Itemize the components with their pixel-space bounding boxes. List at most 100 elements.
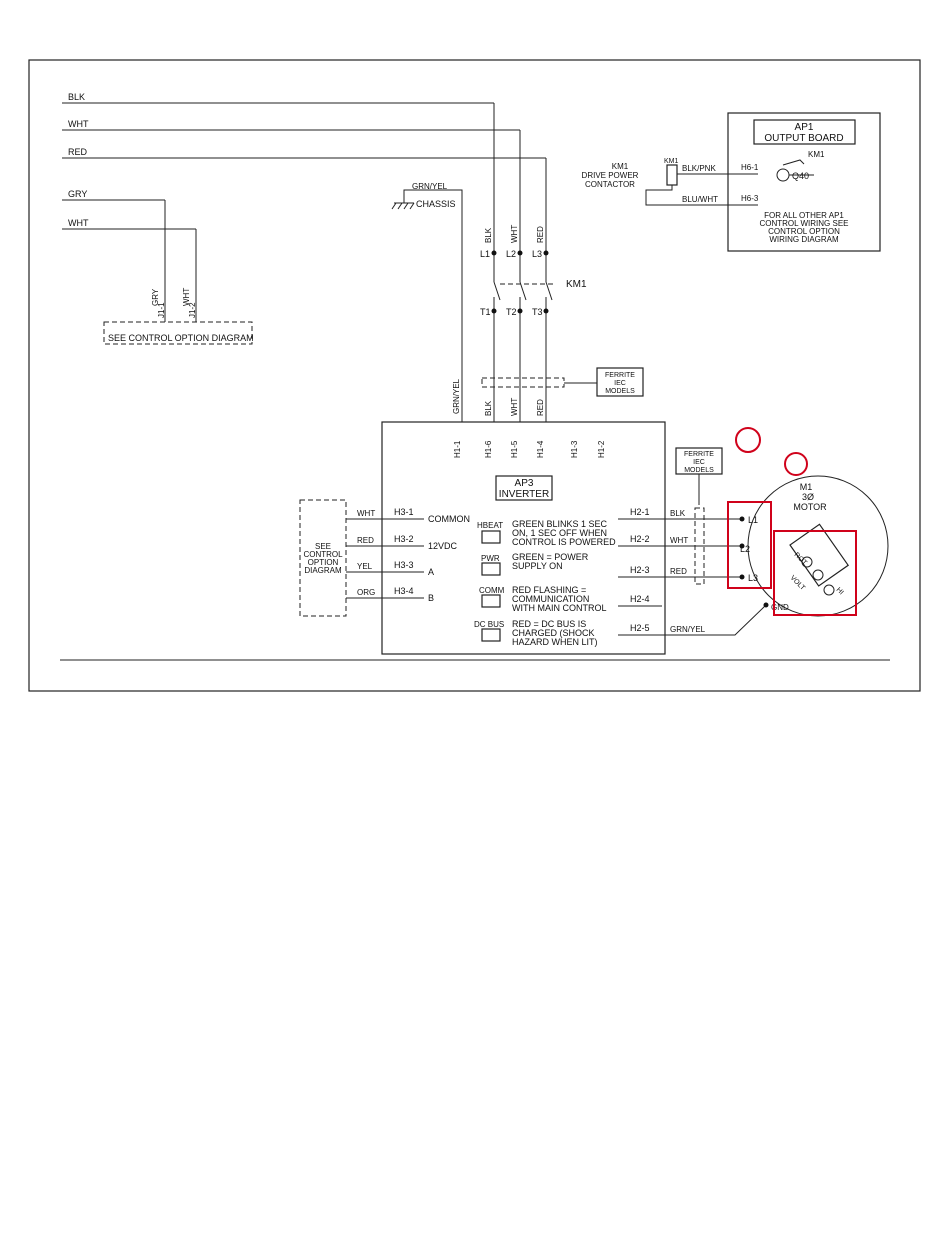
led-comm-desc-3: WITH MAIN CONTROL [512, 603, 607, 613]
ap3-title-1: AP3 [515, 478, 534, 489]
ap1-note-2: CONTROL WIRING SEE [759, 219, 848, 228]
h2-1-term: H2-1 [630, 507, 650, 517]
h3-3-wire: YEL [357, 562, 373, 571]
h1-5-label: H1-5 [510, 440, 519, 458]
ap1-title-box [753, 119, 856, 145]
led-comm-desc-2: COMMUNICATION [512, 594, 589, 604]
h2-5-wire: GRN/YEL [670, 625, 706, 634]
km1-desc-3: CONTACTOR [585, 180, 635, 189]
h3-2-wire: RED [357, 536, 374, 545]
h1-6-label: H1-6 [484, 440, 493, 458]
inv-red-label: RED [536, 399, 545, 416]
see-control-left-3: OPTION [308, 558, 339, 567]
h3-3-term: H3-3 [394, 560, 414, 570]
h2-1-wire: BLK [670, 509, 686, 518]
chassis-label: CHASSIS [416, 199, 456, 209]
wire-label-gry: GRY [68, 189, 87, 199]
ferrite-top-line3: MODELS [605, 388, 635, 395]
ap1-blu-wht: BLU/WHT [682, 195, 718, 204]
diagram-frame [28, 59, 921, 692]
h2-3-wire: RED [670, 567, 687, 576]
wire-label-wht: WHT [68, 119, 89, 129]
h2-wires [618, 518, 767, 636]
h3-1-term: H3-1 [394, 507, 414, 517]
h1-2-label: H1-2 [597, 440, 606, 458]
led-icons [481, 530, 501, 642]
ap1-title-2: OUTPUT BOARD [764, 133, 843, 144]
inv-blk-label: BLK [484, 400, 493, 416]
callout-box-terminal-plate [773, 530, 857, 616]
km1-l1-label: L1 [480, 249, 490, 259]
wire-label-blk: BLK [68, 92, 85, 102]
h2-3-term: H2-3 [630, 565, 650, 575]
motor-l2: L2 [740, 544, 750, 554]
led-pwr-desc-1: GREEN = POWER [512, 552, 589, 562]
h1-1-label: H1-1 [453, 440, 462, 458]
gry-wire-label: GRY [151, 288, 160, 306]
h2-4-term: H2-4 [630, 594, 650, 604]
led-pwr-name: PWR [481, 554, 500, 563]
motor-line2: 3Ø [802, 492, 814, 502]
ferrite-right-line1: FERRITE [684, 451, 714, 458]
h3-4-term: H3-4 [394, 586, 414, 596]
h3-2-label: 12VDC [428, 541, 458, 551]
motor-line1: M1 [800, 482, 813, 492]
see-control-option-left-box [299, 499, 347, 617]
led-dcbus-name: DC BUS [474, 620, 504, 629]
led-comm-name: COMM [479, 586, 505, 595]
ferrite-top-core [481, 377, 565, 388]
ap1-output-board [727, 112, 881, 252]
see-control-left-2: CONTROL [303, 550, 343, 559]
wire-label-red: RED [68, 147, 88, 157]
km1-l2-label: L2 [506, 249, 516, 259]
km1-l3-label: L3 [532, 249, 542, 259]
ap3-inverter-box [381, 421, 666, 655]
km1-desc-1: KM1 [612, 162, 629, 171]
wire-label-wht-2: WHT [68, 218, 89, 228]
inv-grn-yel-label: GRN/YEL [452, 378, 461, 414]
km1-blk-label: BLK [484, 227, 493, 243]
ap1-title-1: AP1 [795, 122, 814, 133]
ap1-note-1: FOR ALL OTHER AP1 [764, 211, 844, 220]
km1-red-label: RED [536, 226, 545, 243]
led-hbeat-desc-2: ON, 1 SEC OFF WHEN [512, 528, 607, 538]
km1-desc-2: DRIVE POWER [582, 171, 639, 180]
wht-wire-label: WHT [182, 288, 191, 306]
led-hbeat-name: HBEAT [477, 521, 503, 530]
ap1-h6-3: H6-3 [741, 194, 759, 203]
see-control-option-label: SEE CONTROL OPTION DIAGRAM [108, 333, 254, 343]
input-wires: BLK WHT RED GRY WHT [62, 92, 546, 322]
ferrite-right-core [694, 507, 705, 585]
km1-t2-label: T2 [506, 307, 517, 317]
ap1-q40: Q40 [792, 171, 809, 181]
q40-transistor-icon [776, 168, 790, 182]
callout-box-motor-leads [727, 501, 772, 589]
km1-name-label: KM1 [566, 279, 587, 290]
km1-coil-label: KM1 [664, 158, 679, 165]
h3-1-label: COMMON [428, 514, 470, 524]
ferrite-top-line1: FERRITE [605, 372, 635, 379]
led-hbeat-desc-3: CONTROL IS POWERED [512, 537, 616, 547]
j1-1-label: J1-1 [157, 302, 166, 318]
ap1-blk-pnk: BLK/PNK [682, 164, 716, 173]
km1-t3-label: T3 [532, 307, 543, 317]
led-comm-desc-1: RED FLASHING = [512, 585, 586, 595]
km1-columns [491, 103, 556, 422]
motor-l1: L1 [748, 515, 758, 525]
ferrite-right-line2: IEC [693, 459, 705, 466]
motor-circle [747, 475, 889, 617]
h1-4-label: H1-4 [536, 440, 545, 458]
km1-coil [666, 164, 678, 186]
j1-2-label: J1-2 [188, 302, 197, 318]
ap1-note-3: CONTROL OPTION [768, 227, 840, 236]
motor-plate-hi: HI [835, 586, 845, 596]
motor-gnd: GND [771, 603, 789, 612]
callout-circle-2 [784, 452, 808, 476]
led-hbeat-desc-1: GREEN BLINKS 1 SEC [512, 519, 608, 529]
h3-wires [346, 518, 424, 599]
h3-4-label: B [428, 593, 434, 603]
ap3-title-2: INVERTER [499, 489, 549, 500]
h3-1-wire: WHT [357, 509, 375, 518]
see-control-left-4: DIAGRAM [304, 566, 342, 575]
